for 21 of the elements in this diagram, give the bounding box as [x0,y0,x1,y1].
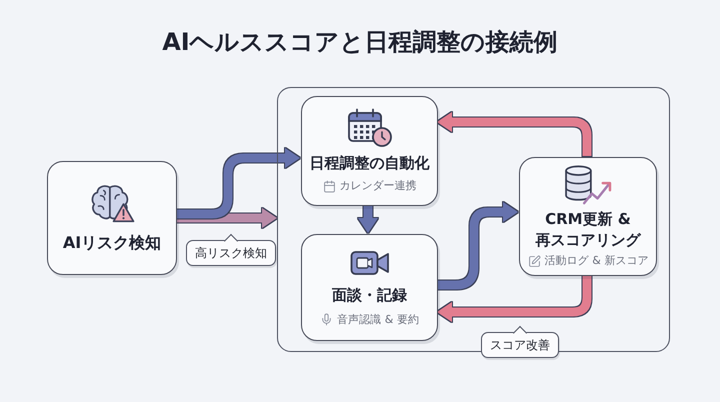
node-subtitle: 音声認識 & 要約 [337,312,419,328]
edge-label: 高リスク検知 [186,234,276,266]
process-box [301,96,438,206]
arrow [177,148,300,218]
edge-label: スコア改善 [481,326,559,358]
process-box [301,234,438,341]
arrow [437,202,518,290]
group-frame [277,87,670,352]
node-title: 面談・記録 [332,284,407,306]
arrow [437,112,592,156]
arrow [358,205,378,233]
arrow [177,208,277,228]
node-title: CRM更新 & 再スコアリング [534,209,642,252]
node-subtitle: カレンダー連携 [340,179,416,194]
process-box [47,161,177,275]
node-subtitle: 活動ログ & 新スコア [544,254,648,269]
node-title: 日程調整の自動化 [310,153,430,174]
arrow [437,275,592,322]
diagram-title: AIヘルススコアと日程調整の接続例 [161,27,559,58]
node-title: AIリスク検知 [62,232,162,254]
process-box [519,157,657,276]
